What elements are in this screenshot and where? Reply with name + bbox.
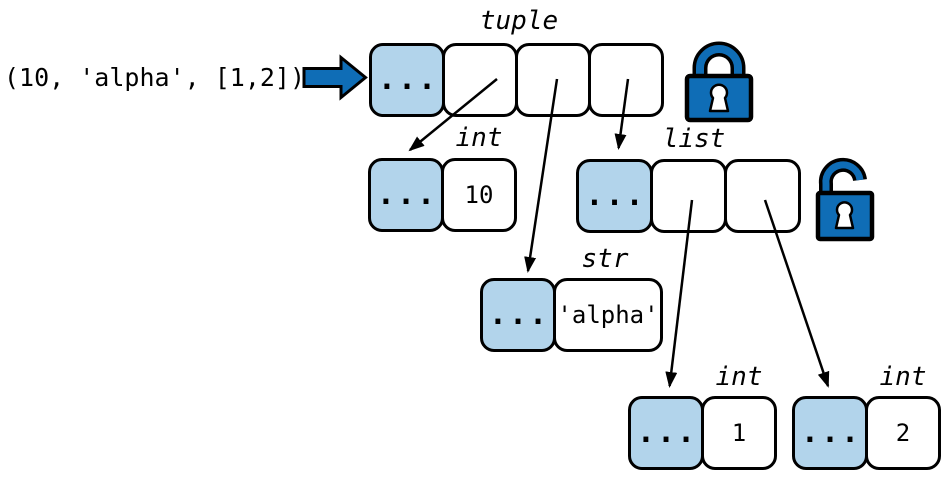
int10-value-cell: 10 [441, 158, 517, 232]
int2-value-cell: 2 [865, 396, 941, 470]
int1-value-cell: 1 [701, 396, 777, 470]
list-type-label: list [662, 124, 726, 154]
ellipsis-text: ... [377, 62, 439, 97]
ellipsis-text: ... [488, 297, 550, 332]
list-item-cell-1 [724, 159, 801, 233]
int10-type-label: int [455, 123, 503, 153]
assignment-arrow-icon [302, 54, 368, 101]
int1-type-label: int [715, 362, 763, 392]
list-item-cell-0 [650, 159, 727, 233]
source-expression: (10, 'alpha', [1,2]) [4, 63, 306, 92]
int2-type-label: int [879, 362, 927, 392]
ellipsis-text: ... [636, 415, 698, 450]
tuple-object: ... [369, 43, 664, 117]
int1-object: ... 1 [628, 396, 777, 470]
str-object: ... 'alpha' [480, 278, 663, 352]
ellipsis-text: ... [376, 177, 438, 212]
int2-object: ... 2 [792, 396, 941, 470]
int2-header-cell: ... [792, 396, 868, 470]
ellipsis-text: ... [585, 178, 646, 213]
int10-object: ... 10 [368, 158, 517, 232]
str-type-label: str [581, 244, 629, 274]
tuple-type-label: tuple [479, 6, 559, 36]
int1-header-cell: ... [628, 396, 704, 470]
tuple-item-cell-0 [442, 43, 518, 117]
open-lock-icon [815, 157, 875, 242]
int10-header-cell: ... [368, 158, 444, 232]
list-object: ... [576, 159, 801, 233]
tuple-item-cell-2 [588, 43, 664, 117]
str-header-cell: ... [480, 278, 556, 352]
str-value-cell: 'alpha' [553, 278, 663, 352]
closed-lock-icon [684, 41, 754, 123]
ellipsis-text: ... [800, 415, 862, 450]
tuple-header-cell: ... [369, 43, 445, 117]
list-header-cell: ... [576, 159, 653, 233]
tuple-item-cell-1 [515, 43, 591, 117]
